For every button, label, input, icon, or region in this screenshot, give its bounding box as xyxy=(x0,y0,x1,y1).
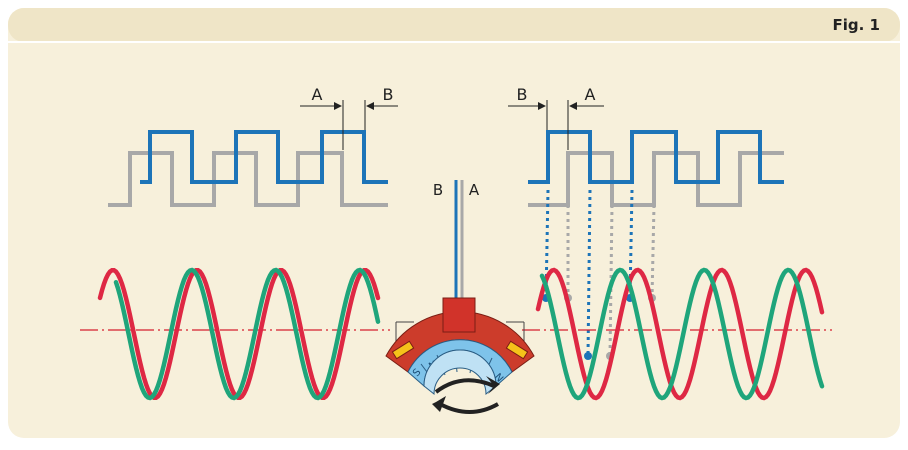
left-sine-waves xyxy=(97,267,381,401)
right-green-sine xyxy=(539,267,825,401)
left-red-sine xyxy=(97,267,381,401)
right-digital-waveforms xyxy=(528,130,784,207)
left-phase-annotation: A B xyxy=(300,85,398,150)
double-arrow-icon xyxy=(432,376,500,414)
right-phase-annotation: B A xyxy=(508,85,604,150)
right-label-a: A xyxy=(585,85,596,104)
magnet-right xyxy=(505,340,529,360)
left-channel-a-wave xyxy=(140,130,388,184)
header-band xyxy=(8,8,900,42)
magnet-left xyxy=(391,340,415,360)
cable-label-b: B xyxy=(433,181,443,199)
left-digital-waveforms xyxy=(108,130,388,207)
right-channel-a-wave xyxy=(528,130,784,184)
left-green-sine xyxy=(113,267,381,401)
cable-label-a: A xyxy=(469,181,480,199)
right-channel-b-wave xyxy=(528,151,784,207)
sensor-block xyxy=(442,297,476,333)
right-label-b: B xyxy=(517,85,528,104)
right-sine-waves xyxy=(535,267,825,401)
right-red-sine xyxy=(535,267,825,401)
left-label-b: B xyxy=(383,85,394,104)
left-label-a: A xyxy=(312,85,323,104)
sensor-assembly: B A S N S N S N xyxy=(385,180,535,396)
figure-label: Fig. 1 xyxy=(833,16,880,34)
